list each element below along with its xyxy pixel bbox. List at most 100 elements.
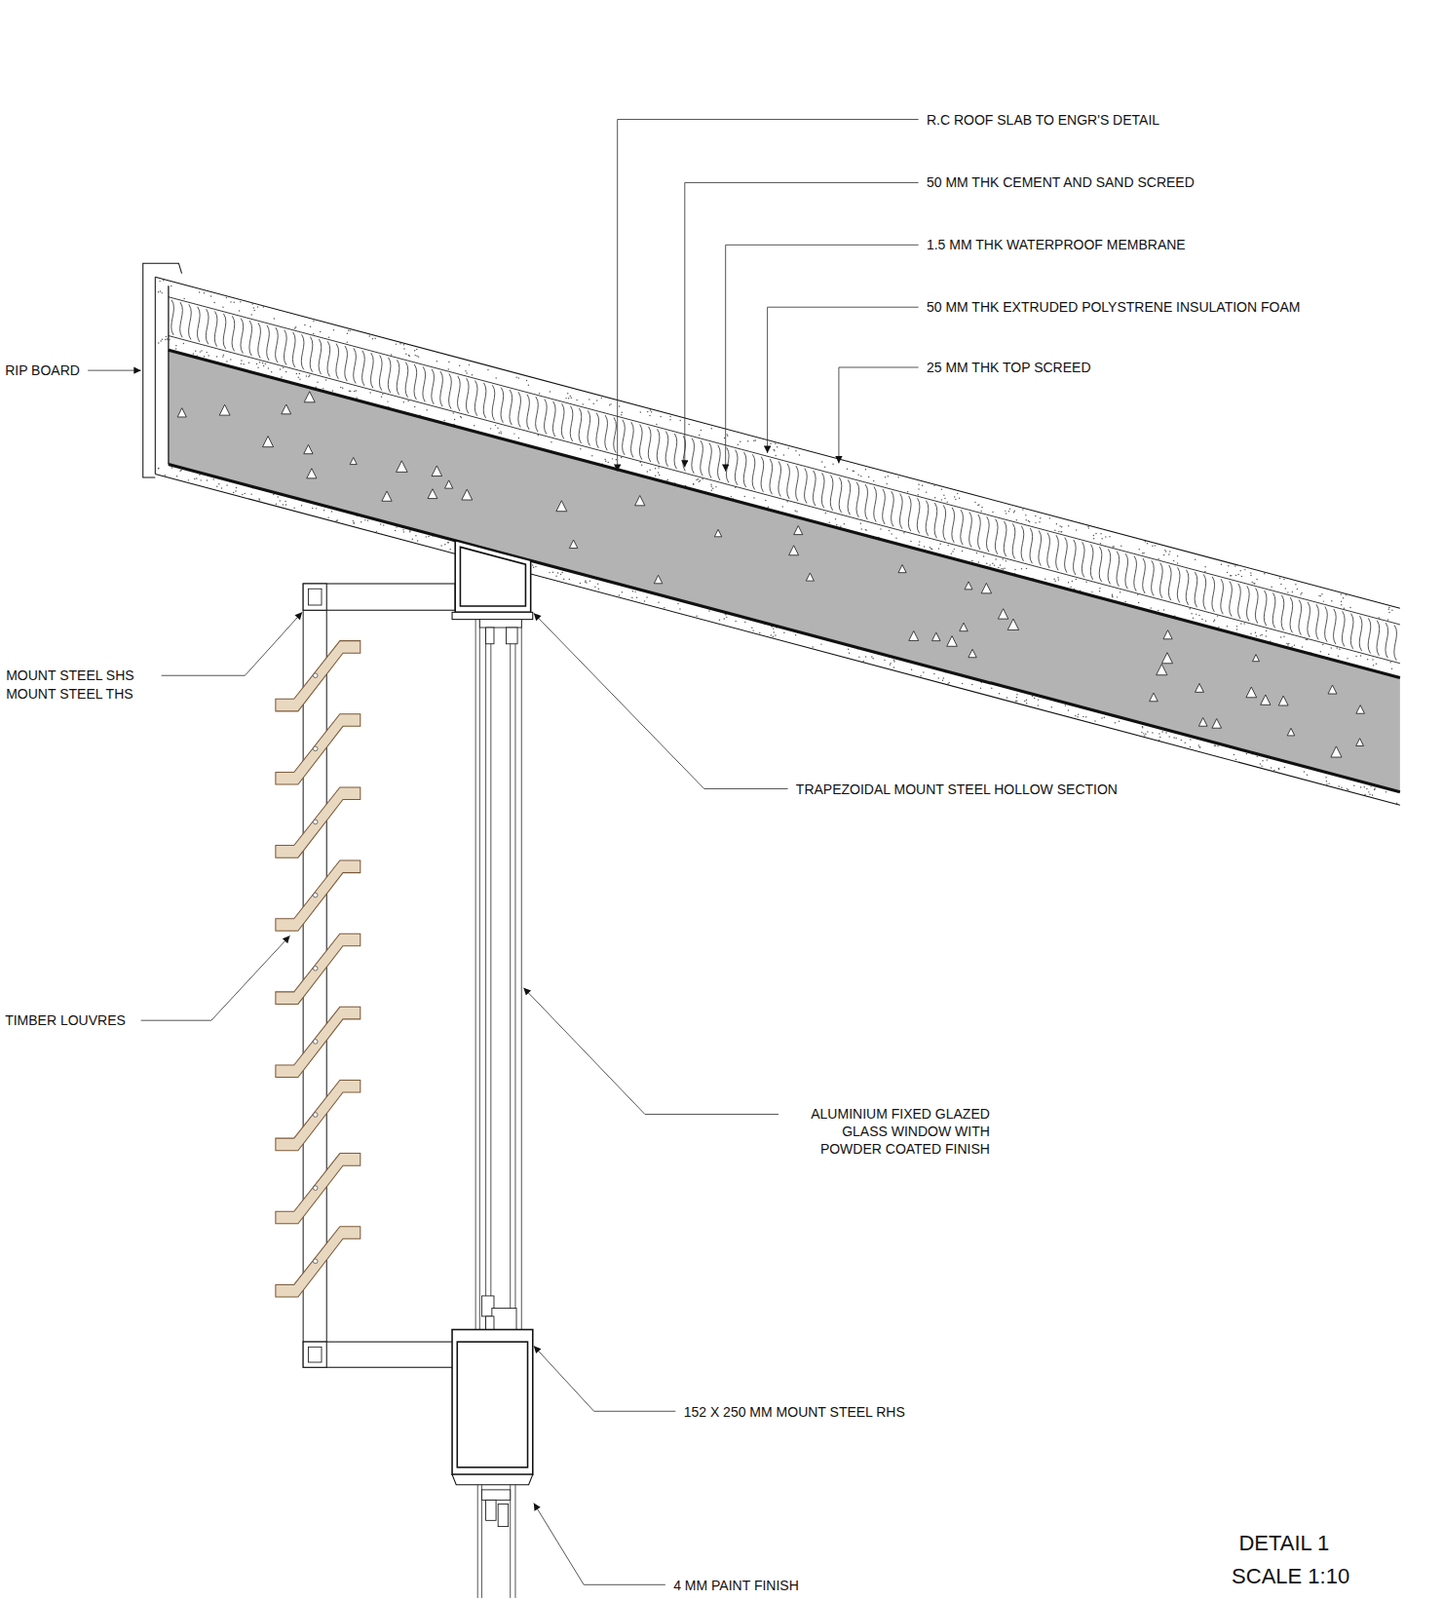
timber-louvre <box>275 1079 361 1150</box>
screed-dot <box>1100 532 1102 534</box>
screed-dot <box>412 538 414 540</box>
screed-dot <box>708 609 710 611</box>
screed-dot <box>285 371 287 373</box>
screed-dot <box>175 344 177 346</box>
insulation-hatch <box>1385 622 1389 658</box>
screed-dot <box>341 386 343 388</box>
aggregate-mark <box>1149 692 1159 702</box>
screed-dot <box>295 326 297 328</box>
screed-dot <box>1259 634 1261 636</box>
screed-dot <box>991 511 993 513</box>
insulation-hatch <box>1394 625 1398 661</box>
screed-dot <box>316 381 318 383</box>
screed-dot <box>170 285 172 287</box>
screed-dot <box>958 497 960 499</box>
screed-dot <box>157 341 159 343</box>
screed-dot <box>180 469 182 471</box>
screed-dot <box>1237 573 1239 575</box>
screed-dot <box>1085 716 1087 718</box>
insulation-hatch <box>301 334 304 370</box>
screed-dot <box>352 522 354 524</box>
screed-dot <box>980 687 982 689</box>
screed-dot <box>352 520 354 522</box>
aggregate-mark <box>968 648 977 657</box>
screed-dot <box>692 483 694 485</box>
screed-dot <box>1229 574 1231 576</box>
screed-dot <box>929 546 931 548</box>
insulation-hatch <box>405 362 409 398</box>
screed-dot <box>787 447 789 449</box>
insulation-hatch <box>474 380 478 417</box>
insulation-hatch <box>1107 548 1111 584</box>
screed-dot <box>207 354 209 356</box>
screed-dot <box>1158 732 1160 734</box>
screed-dot <box>669 418 671 420</box>
screed-dot <box>165 336 167 338</box>
screed-dot <box>1091 591 1093 593</box>
screed-dot <box>770 634 772 636</box>
screed-dot <box>569 578 570 580</box>
shs-post <box>326 609 328 1342</box>
screed-dot <box>1321 593 1323 595</box>
screed-dot <box>1283 635 1285 637</box>
insulation-hatch <box>1359 615 1363 651</box>
screed-dot <box>1016 693 1018 695</box>
screed-dot <box>454 418 456 420</box>
screed-dot <box>499 432 501 434</box>
fascia-edge <box>154 276 156 474</box>
timber-louvre <box>275 641 361 712</box>
screed-dot <box>381 393 383 395</box>
screed-dot <box>216 355 218 357</box>
aggregate-mark <box>445 480 454 489</box>
screed-dot <box>325 379 327 380</box>
callout-label: TRAPEZOIDAL MOUNT STEEL HOLLOW SECTION <box>794 780 1120 798</box>
screed-dot <box>275 502 277 504</box>
aggregate-mark <box>461 489 473 500</box>
window-frame-line <box>514 1484 516 1598</box>
screed-dot <box>1320 650 1322 652</box>
screed-dot <box>1279 576 1281 578</box>
screed-dot <box>240 359 242 361</box>
screed-dot <box>518 437 520 439</box>
insulation-hatch <box>821 472 825 508</box>
louvre-pin <box>312 1112 318 1118</box>
screed-dot <box>978 503 980 505</box>
screed-dot <box>897 476 899 478</box>
rc-slab <box>168 349 1401 792</box>
screed-dot <box>1058 578 1060 580</box>
callout-label: R.C ROOF SLAB TO ENGR'S DETAIL <box>924 111 1162 129</box>
insulation-hatch <box>1281 595 1285 631</box>
screed-dot <box>353 390 355 392</box>
screed-dot <box>570 397 572 399</box>
insulation-hatch <box>1247 585 1251 621</box>
timber-louvre <box>275 1153 361 1224</box>
screed-dot <box>1177 555 1178 557</box>
screed-dot <box>1299 593 1301 595</box>
insulation-line <box>168 336 1401 664</box>
screed-dot <box>494 424 496 426</box>
screed-dot <box>1093 534 1095 536</box>
screed-dot <box>1233 754 1235 756</box>
screed-dot <box>296 373 298 375</box>
screed-dot <box>961 683 963 684</box>
insulation-hatch <box>891 491 895 527</box>
screed-dot <box>183 298 185 300</box>
insulation-hatch <box>535 396 539 432</box>
screed-dot <box>860 523 862 525</box>
screed-dot <box>1111 594 1113 596</box>
insulation-hatch <box>309 337 313 373</box>
screed-dot <box>257 305 259 307</box>
screed-dot <box>243 493 245 494</box>
screed-dot <box>774 442 776 444</box>
aggregate-mark <box>964 581 973 590</box>
screed-dot <box>164 339 166 341</box>
insulation-hatch <box>804 468 808 504</box>
insulation-hatch <box>1203 573 1207 609</box>
screed-dot <box>254 309 256 311</box>
screed-dot <box>282 366 284 368</box>
screed-dot <box>1099 590 1101 592</box>
screed-dot <box>953 548 955 550</box>
insulation-hatch <box>292 332 296 368</box>
insulation-hatch <box>266 325 270 361</box>
screed-dot <box>210 295 212 297</box>
